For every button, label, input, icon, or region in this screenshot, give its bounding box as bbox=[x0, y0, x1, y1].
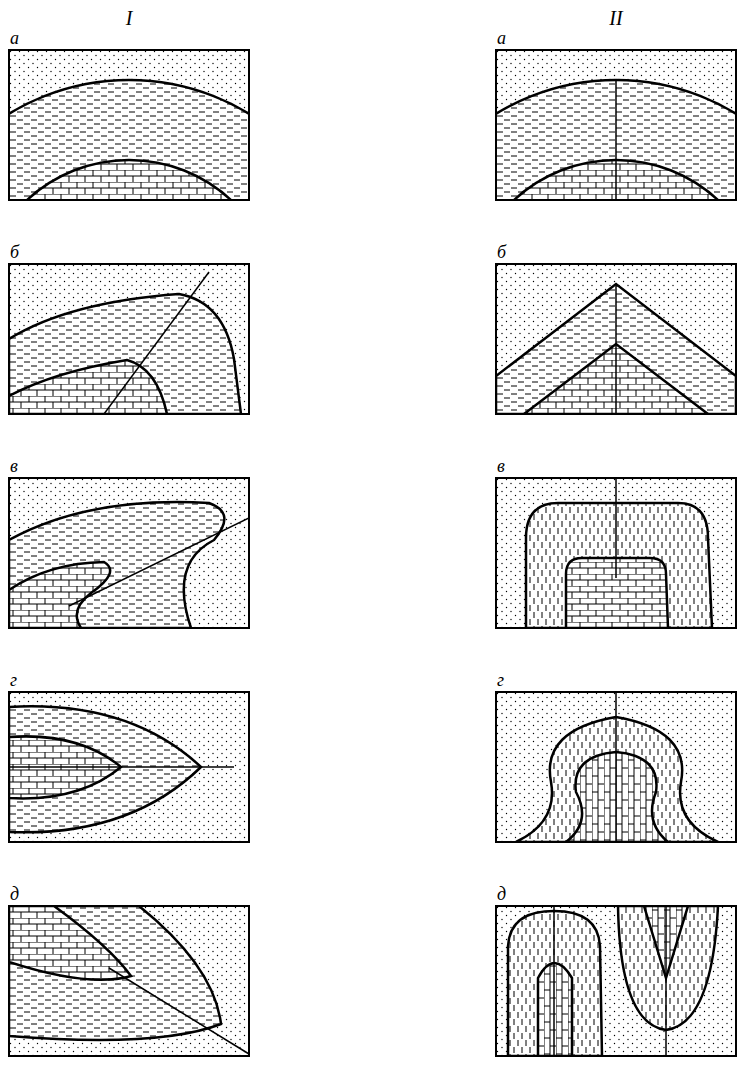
panel-letter: г bbox=[10, 671, 17, 689]
panel-letter: д bbox=[497, 885, 506, 903]
column-number: II bbox=[609, 8, 622, 28]
panel-letter: а bbox=[10, 29, 19, 47]
panel-letter: б bbox=[497, 243, 506, 261]
panel-letter: г bbox=[497, 671, 504, 689]
panel-letter: в bbox=[497, 457, 505, 475]
panel-letter: б bbox=[10, 243, 19, 261]
panel-letter: а bbox=[497, 29, 506, 47]
column-number: I bbox=[126, 8, 133, 28]
panel-letter: д bbox=[10, 885, 19, 903]
panel-letter: в bbox=[10, 457, 18, 475]
